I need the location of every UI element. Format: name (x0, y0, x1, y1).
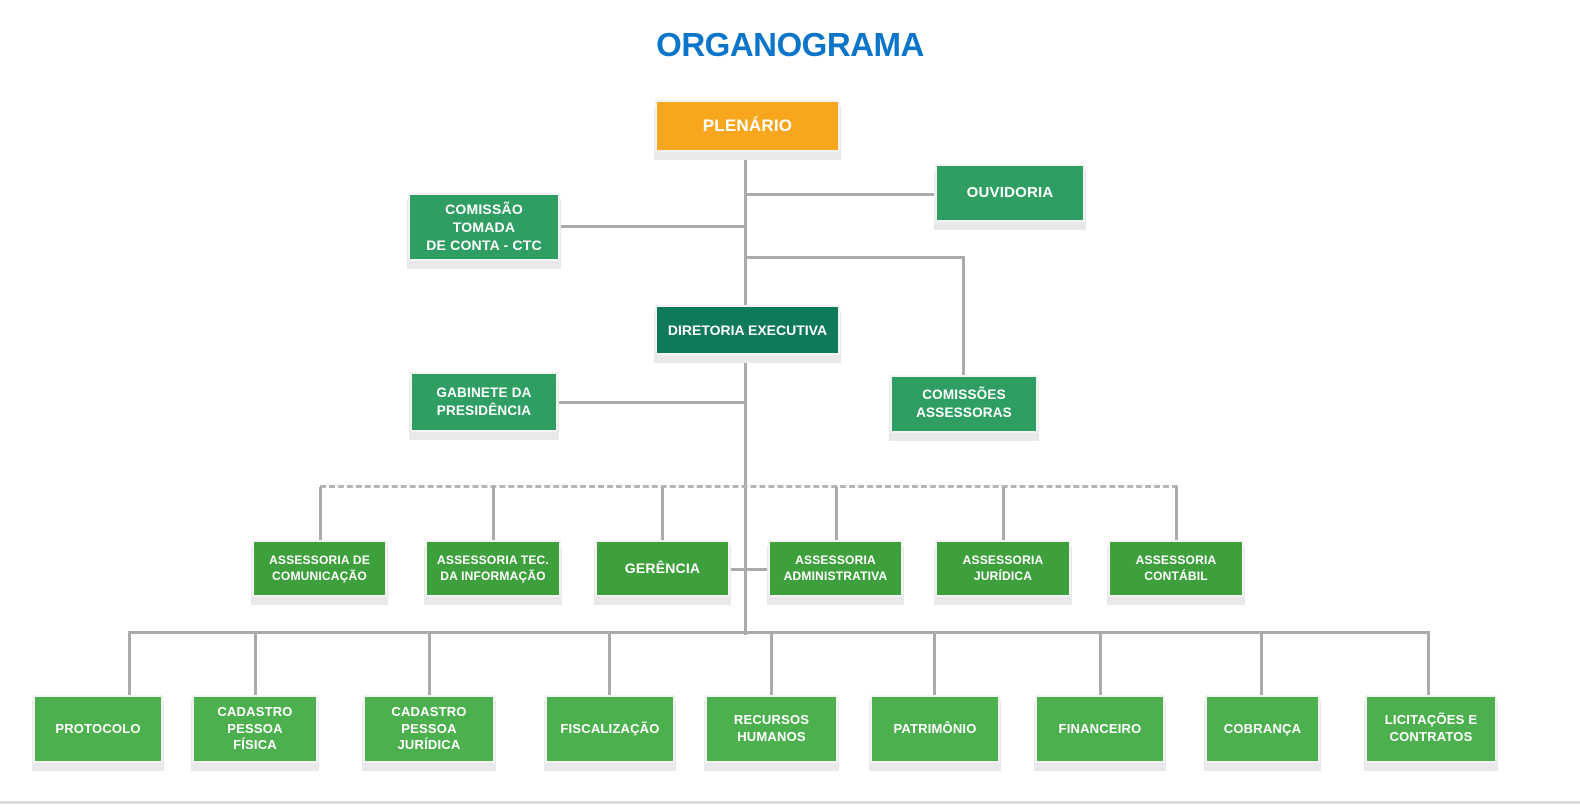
connector-drop-licitacoes (1427, 631, 1430, 695)
connector-trunk-upper (744, 152, 747, 307)
org-node-plenario: PLENÁRIO (655, 100, 840, 152)
connector-drop-fiscalizacao (608, 631, 611, 695)
connector-drop-recursos-humanos (770, 631, 773, 695)
connector-drop-cobranca (1260, 631, 1263, 695)
page-title: ORGANOGRAMA (656, 26, 924, 63)
org-node-comissoes-assessoras: COMISSÕES ASSESSORAS (890, 375, 1038, 433)
connector-drop-protocolo (128, 631, 131, 695)
org-node-diretoria-executiva: DIRETORIA EXECUTIVA (655, 305, 840, 355)
org-node-patrimonio: PATRIMÔNIO (870, 695, 1000, 763)
org-node-cobranca: COBRANÇA (1205, 695, 1320, 763)
connector-comissoes-h (746, 256, 965, 259)
connector-ctc (560, 225, 746, 228)
org-node-cadastro-pessoa-juridica: CADASTRO PESSOA JURÍDICA (363, 695, 495, 763)
org-node-financeiro: FINANCEIRO (1035, 695, 1165, 763)
page-bottom-rule (0, 801, 1580, 804)
connector-drop-contabil (1175, 487, 1178, 540)
connector-bottom-bus (128, 631, 1430, 634)
connector-comissoes-v (962, 256, 965, 376)
connector-drop-juridica (1002, 487, 1005, 540)
connector-drop-cadastro-pj (428, 631, 431, 695)
org-node-recursos-humanos: RECURSOS HUMANOS (705, 695, 838, 763)
org-node-gabinete-presidencia: GABINETE DA PRESIDÊNCIA (410, 372, 558, 432)
org-node-comissao-tomada-de-conta: COMISSÃO TOMADA DE CONTA - CTC (408, 193, 560, 261)
org-node-ouvidoria: OUVIDORIA (935, 164, 1085, 222)
connector-drop-adm (835, 487, 838, 540)
org-node-protocolo: PROTOCOLO (33, 695, 163, 763)
org-node-assessoria-contabil: ASSESSORIA CONTÁBIL (1108, 540, 1244, 597)
connector-trunk-lower (744, 355, 747, 635)
connector-gabinete (558, 401, 746, 404)
org-node-assessoria-comunicacao: ASSESSORIA DE COMUNICAÇÃO (252, 540, 387, 597)
connector-ouvidoria (746, 193, 936, 196)
org-node-licitacoes-contratos: LICITAÇÕES E CONTRATOS (1365, 695, 1497, 763)
org-node-cadastro-pessoa-fisica: CADASTRO PESSOA FÍSICA (192, 695, 318, 763)
connector-drop-comunicacao (319, 487, 322, 540)
connector-dashed-bus (320, 485, 1178, 488)
connector-drop-cadastro-pf (254, 631, 257, 695)
org-node-assessoria-tec-informacao: ASSESSORIA TEC. DA INFORMAÇÃO (425, 540, 561, 597)
connector-gerencia-adm-stub (730, 568, 768, 571)
connector-drop-financeiro (1099, 631, 1102, 695)
connector-drop-gerencia (661, 487, 664, 540)
org-node-fiscalizacao: FISCALIZAÇÃO (545, 695, 675, 763)
connector-drop-tec (492, 487, 495, 540)
org-node-gerencia: GERÊNCIA (595, 540, 730, 597)
org-node-assessoria-juridica: ASSESSORIA JURÍDICA (935, 540, 1071, 597)
connector-drop-patrimonio (933, 631, 936, 695)
org-node-assessoria-administrativa: ASSESSORIA ADMINISTRATIVA (768, 540, 903, 597)
